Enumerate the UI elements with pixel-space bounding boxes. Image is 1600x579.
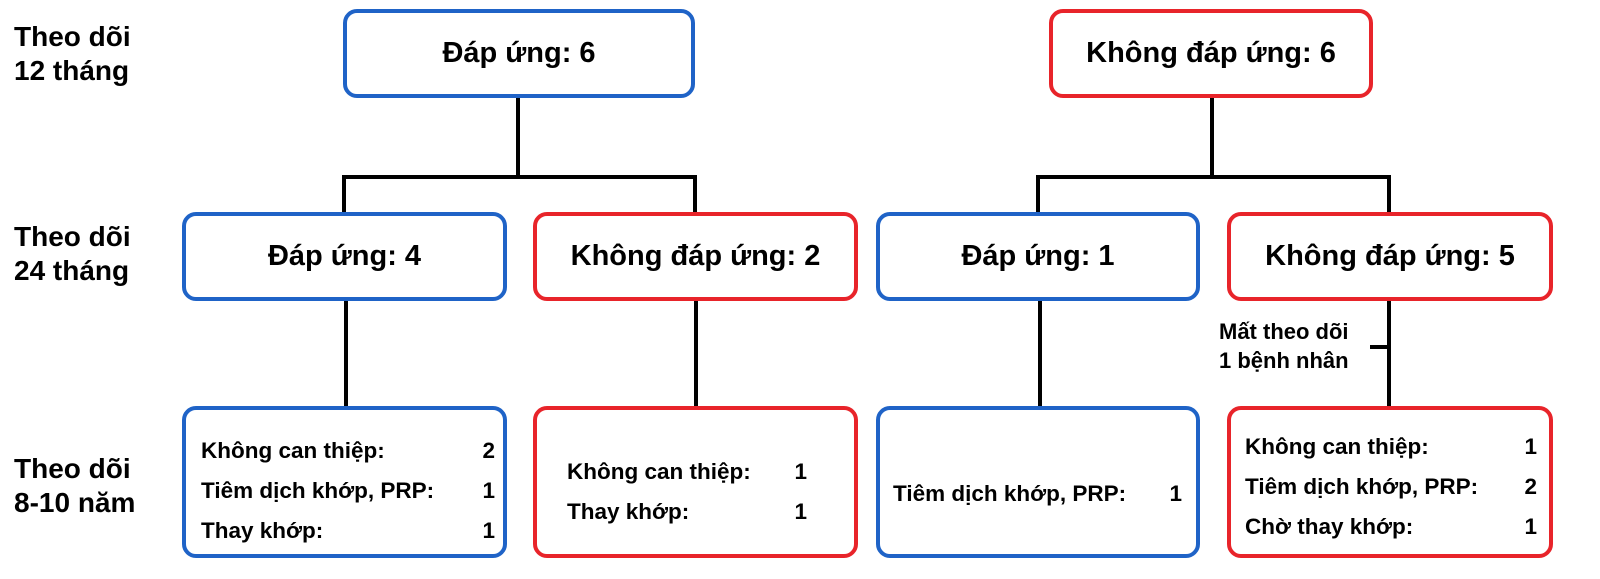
node-level1-non-responder: Không đáp ứng: 6 — [1049, 9, 1373, 98]
note-line: 1 bệnh nhân — [1219, 348, 1349, 373]
node-level3-outcomes-4: Không can thiệp: 1 Tiêm dịch khớp, PRP: … — [1227, 406, 1553, 558]
outcome-label: Không can thiệp: — [201, 438, 385, 463]
node-level2-non-responder-a: Không đáp ứng: 2 — [533, 212, 858, 301]
outcome-label: Thay khớp: — [567, 499, 690, 524]
outcome-value: 1 — [482, 478, 495, 503]
row-label-line: 12 tháng — [14, 55, 130, 86]
node-level2-non-responder-b: Không đáp ứng: 5 — [1227, 212, 1553, 301]
row-label-12-months: Theo dõi 12 tháng — [14, 20, 131, 88]
node-label: Không đáp ứng: 5 — [1265, 240, 1515, 272]
outcome-value: 1 — [1169, 481, 1182, 506]
outcome-value: 1 — [1524, 514, 1537, 539]
node-level3-outcomes-1: Không can thiệp: 2 Tiêm dịch khớp, PRP: … — [182, 406, 507, 558]
row-label-line: Theo dõi — [14, 453, 131, 484]
row-label-line: Theo dõi — [14, 21, 131, 52]
node-label: Đáp ứng: 6 — [442, 37, 596, 69]
outcome-value: 2 — [1524, 474, 1537, 499]
outcome-label: Thay khớp: — [201, 518, 324, 543]
outcome-label: Không can thiệp: — [567, 459, 751, 484]
node-level2-responder-b: Đáp ứng: 1 — [876, 212, 1200, 301]
node-label: Không đáp ứng: 6 — [1086, 37, 1336, 69]
outcome-value: 2 — [482, 438, 495, 463]
outcome-label: Chờ thay khớp: — [1245, 514, 1414, 539]
node-label: Đáp ứng: 1 — [961, 240, 1115, 272]
note-line: Mất theo dõi — [1219, 319, 1349, 344]
node-level1-responder: Đáp ứng: 6 — [343, 9, 695, 98]
outcome-value: 1 — [482, 518, 495, 543]
lost-followup-note: Mất theo dõi 1 bệnh nhân — [1219, 317, 1349, 375]
node-level3-outcomes-2: Không can thiệp: 1 Thay khớp: 1 — [533, 406, 858, 558]
outcome-label: Tiêm dịch khớp, PRP: — [201, 478, 435, 503]
row-label-line: Theo dõi — [14, 221, 131, 252]
node-label: Không đáp ứng: 2 — [570, 240, 821, 272]
outcome-value: 1 — [794, 499, 807, 524]
row-label-line: 24 tháng — [14, 255, 130, 286]
node-level2-responder-a: Đáp ứng: 4 — [182, 212, 507, 301]
node-level3-outcomes-3: Tiêm dịch khớp, PRP: 1 — [876, 406, 1200, 558]
node-label: Đáp ứng: 4 — [267, 240, 422, 272]
outcome-value: 1 — [1524, 434, 1537, 459]
row-label-8-10-years: Theo dõi 8-10 năm — [14, 452, 135, 520]
outcome-value: 1 — [794, 459, 807, 484]
outcome-label: Tiêm dịch khớp, PRP: — [1245, 474, 1479, 499]
row-label-24-months: Theo dõi 24 tháng — [14, 220, 131, 288]
outcome-label: Tiêm dịch khớp, PRP: — [893, 481, 1127, 506]
row-label-line: 8-10 năm — [14, 487, 136, 518]
outcome-label: Không can thiệp: — [1245, 434, 1429, 459]
